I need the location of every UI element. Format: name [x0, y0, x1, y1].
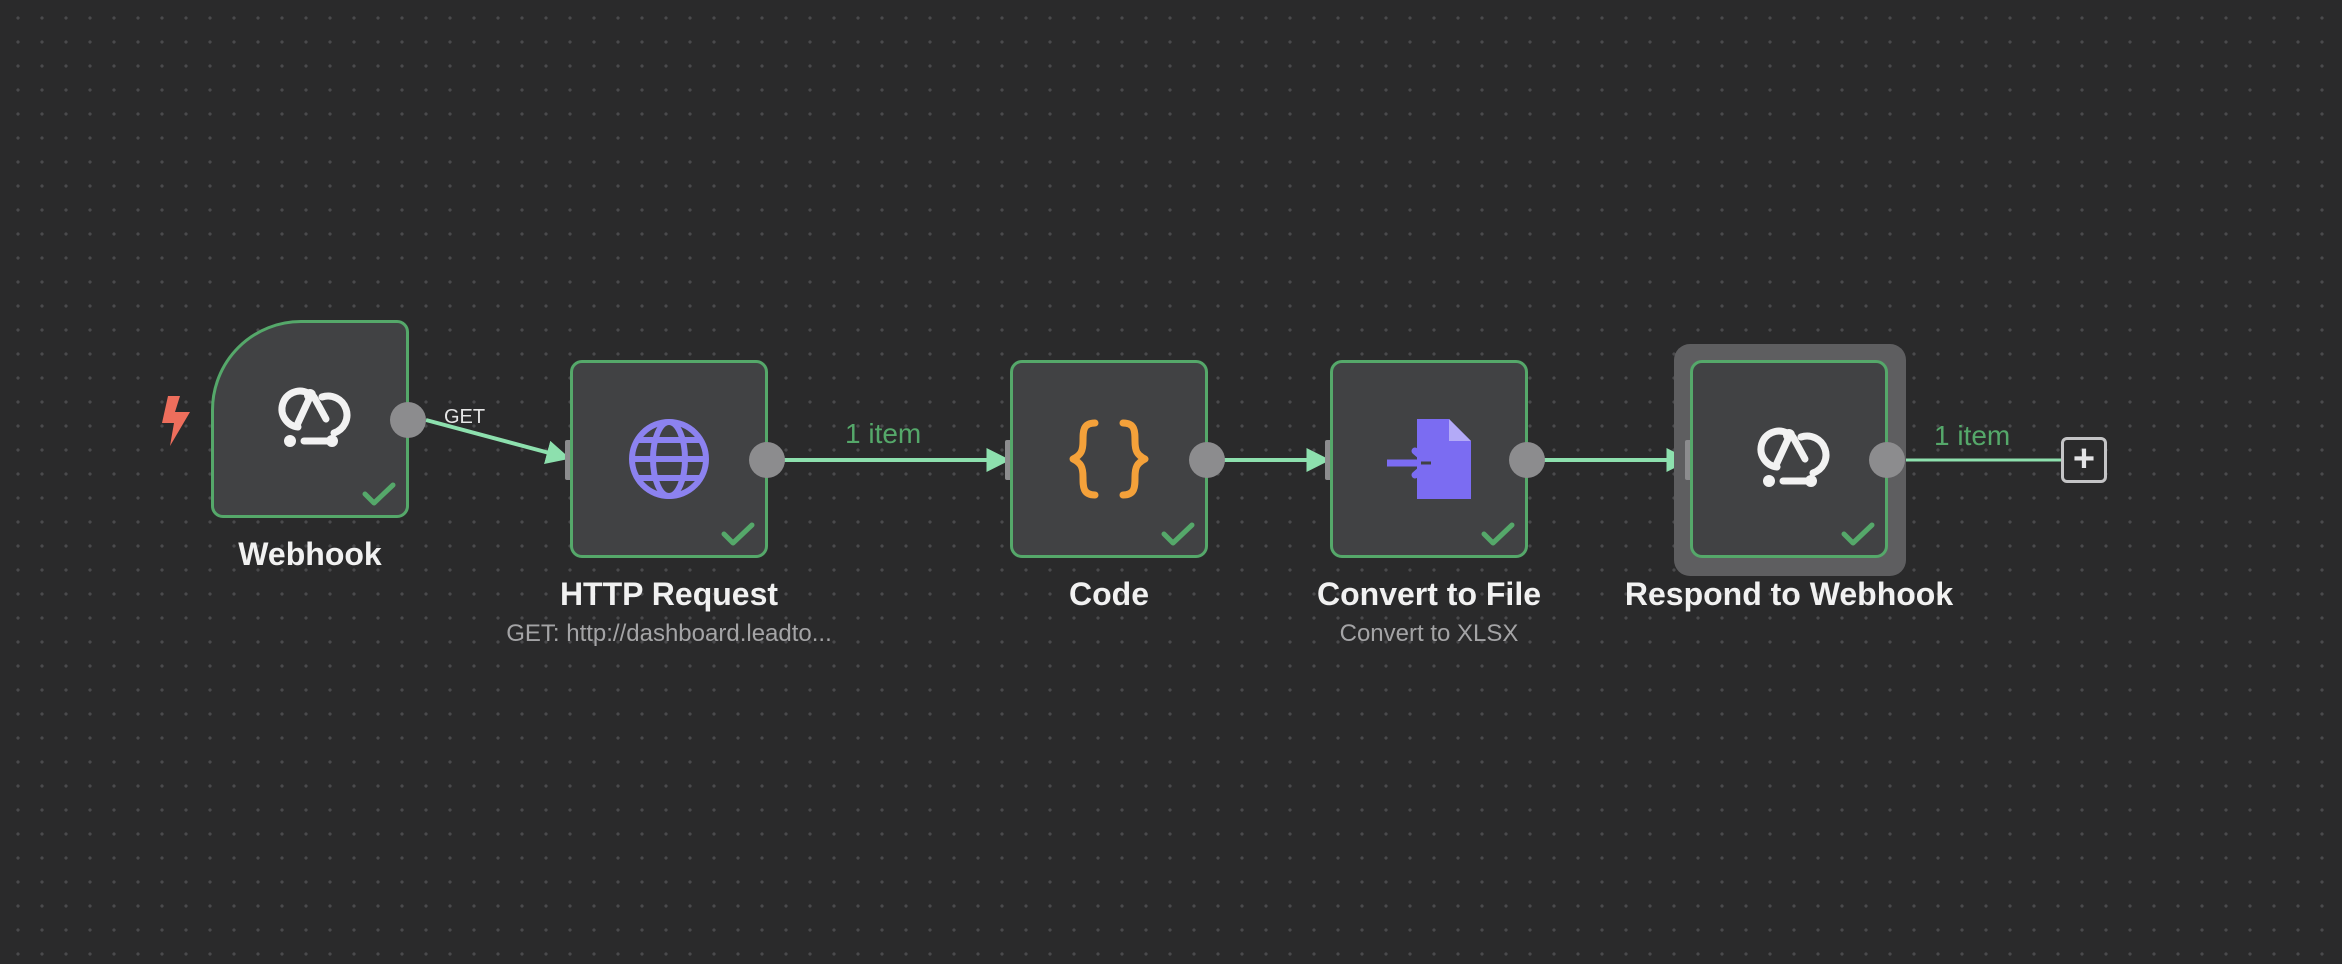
success-check-icon: [1161, 522, 1195, 546]
node-title-webhook: Webhook: [238, 536, 382, 572]
lightning-bolt-icon: [162, 396, 190, 446]
node-convert-to-file[interactable]: [1330, 360, 1528, 558]
respond-output-handle[interactable]: [1869, 442, 1905, 478]
node-subtitle-convert-to-file: Convert to XLSX: [1339, 620, 1519, 647]
edge-webhook-to-http[interactable]: [425, 418, 571, 465]
node-http-request[interactable]: [570, 360, 768, 558]
globe-icon: [629, 419, 709, 499]
convert-output-handle[interactable]: [1509, 442, 1545, 478]
edge-method-label: GET: [444, 406, 486, 428]
node-webhook[interactable]: [211, 320, 409, 518]
success-check-icon: [1841, 522, 1875, 546]
success-check-icon: [1481, 522, 1515, 546]
file-import-icon: [1387, 419, 1471, 499]
success-check-icon: [721, 522, 755, 546]
webhook-icon: [1757, 427, 1830, 487]
node-subtitle-http-request: GET: http://dashboard.leadto...: [506, 620, 832, 647]
node-title-convert-to-file: Convert to File: [1316, 576, 1541, 612]
node-code[interactable]: [1010, 360, 1208, 558]
edge-item-count-label: 1 item: [1934, 420, 2011, 451]
webhook-icon: [278, 387, 351, 447]
curly-braces-icon: [1069, 419, 1149, 499]
edge-item-count-label: 1 item: [845, 418, 922, 449]
success-check-icon: [362, 482, 396, 506]
code-output-handle[interactable]: [1189, 442, 1225, 478]
node-title-code: Code: [1069, 576, 1149, 612]
node-respond-to-webhook[interactable]: [1690, 360, 1888, 558]
node-title-respond-to-webhook: Respond to Webhook: [1624, 576, 1954, 612]
add-node-button[interactable]: +: [2061, 437, 2107, 483]
node-title-http-request: HTTP Request: [559, 576, 779, 612]
http-output-handle[interactable]: [749, 442, 785, 478]
webhook-output-handle[interactable]: [390, 402, 426, 438]
